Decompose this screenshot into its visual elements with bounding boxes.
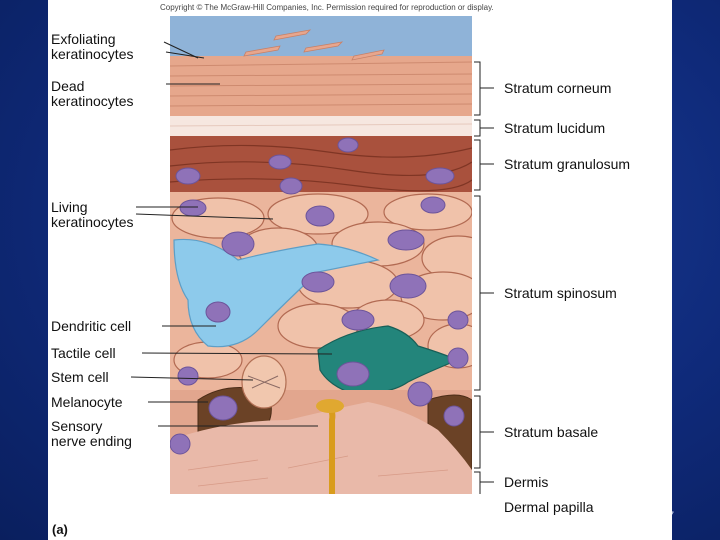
label-line: nerve ending xyxy=(51,434,132,449)
label-stratum-basale: Stratum basale xyxy=(504,424,598,440)
label-tactile-cell: Tactile cell xyxy=(51,346,116,361)
label-line: Living xyxy=(51,200,133,215)
label-line: keratinocytes xyxy=(51,215,133,230)
label-line: keratinocytes xyxy=(51,94,133,109)
label-dermal-papilla: Dermal papilla xyxy=(504,499,593,515)
label-line: keratinocytes xyxy=(51,47,133,62)
label-dermis: Dermis xyxy=(504,474,548,490)
figure-panel: Copyright © The McGraw-Hill Companies, I… xyxy=(48,0,672,540)
label-dead-keratinocytes: Dead keratinocytes xyxy=(51,79,133,109)
nerve-disc xyxy=(316,399,344,413)
label-line: Exfoliating xyxy=(51,32,133,47)
label-stem-cell: Stem cell xyxy=(51,370,109,385)
label-stratum-granulosum: Stratum granulosum xyxy=(504,156,630,172)
label-line: Sensory xyxy=(51,419,132,434)
label-living-keratinocytes: Living keratinocytes xyxy=(51,200,133,230)
label-stratum-spinosum: Stratum spinosum xyxy=(504,285,617,301)
panel-letter: (a) xyxy=(52,522,68,537)
label-exfoliating-keratinocytes: Exfoliating keratinocytes xyxy=(51,32,133,62)
label-dendritic-cell: Dendritic cell xyxy=(51,319,131,334)
label-stratum-lucidum: Stratum lucidum xyxy=(504,120,605,136)
label-sensory-nerve-ending: Sensory nerve ending xyxy=(51,419,132,449)
label-stratum-corneum: Stratum corneum xyxy=(504,80,611,96)
right-brackets xyxy=(474,62,494,494)
label-line: Dead xyxy=(51,79,133,94)
stratum-granulosum-region xyxy=(170,136,472,194)
label-melanocyte: Melanocyte xyxy=(51,395,123,410)
stratum-lucidum-region xyxy=(170,116,472,138)
